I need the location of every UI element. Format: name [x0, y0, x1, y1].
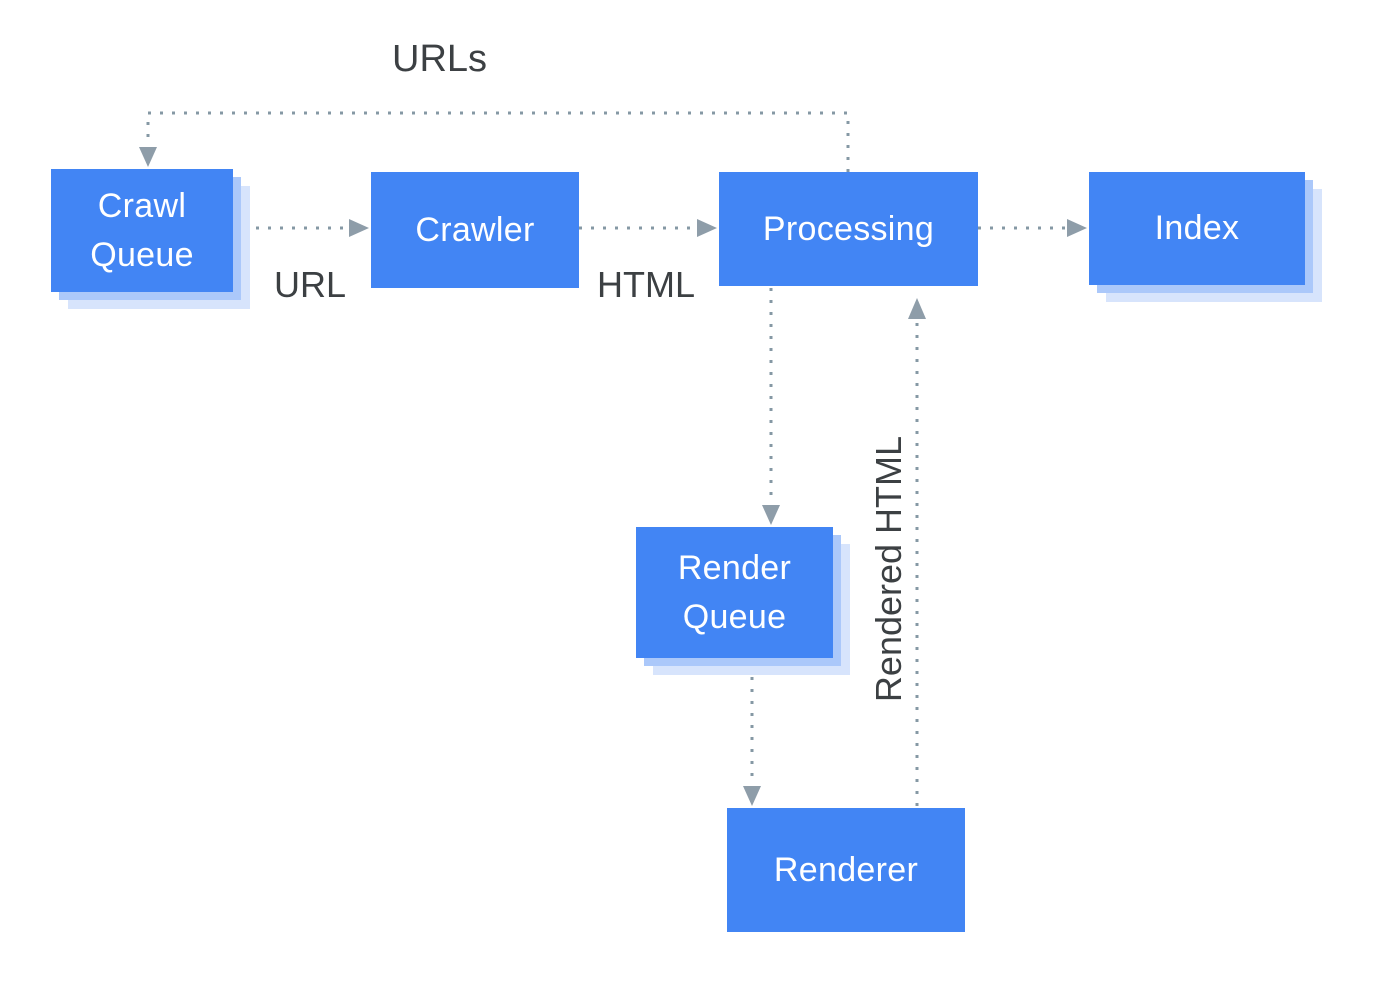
node-processing: Processing	[719, 172, 978, 286]
edge-processing-to-crawlqueue-arrowhead	[139, 147, 157, 167]
edge-label-rendered-html: Rendered HTML	[868, 435, 909, 703]
node-crawler: Crawler	[371, 172, 579, 288]
edge-crawler-to-processing-arrowhead	[697, 219, 717, 237]
edge-crawlqueue-to-crawler-arrowhead	[349, 219, 369, 237]
edge-renderqueue-to-renderer-arrowhead	[743, 786, 761, 806]
edge-processing-to-renderqueue-arrowhead	[762, 505, 780, 525]
node-render-queue: Render Queue	[636, 527, 833, 658]
node-crawl-queue: Crawl Queue	[51, 169, 233, 292]
edge-processing-to-index-arrowhead	[1067, 219, 1087, 237]
edge-renderer-to-processing-arrowhead	[908, 298, 926, 319]
edge-label-urls: URLs	[392, 38, 488, 80]
edge-label-url: URL	[274, 264, 347, 305]
node-index: Index	[1089, 172, 1305, 285]
node-renderer: Renderer	[727, 808, 965, 932]
edge-processing-to-crawlqueue-line	[146, 111, 850, 172]
edge-label-html: HTML	[597, 264, 695, 305]
